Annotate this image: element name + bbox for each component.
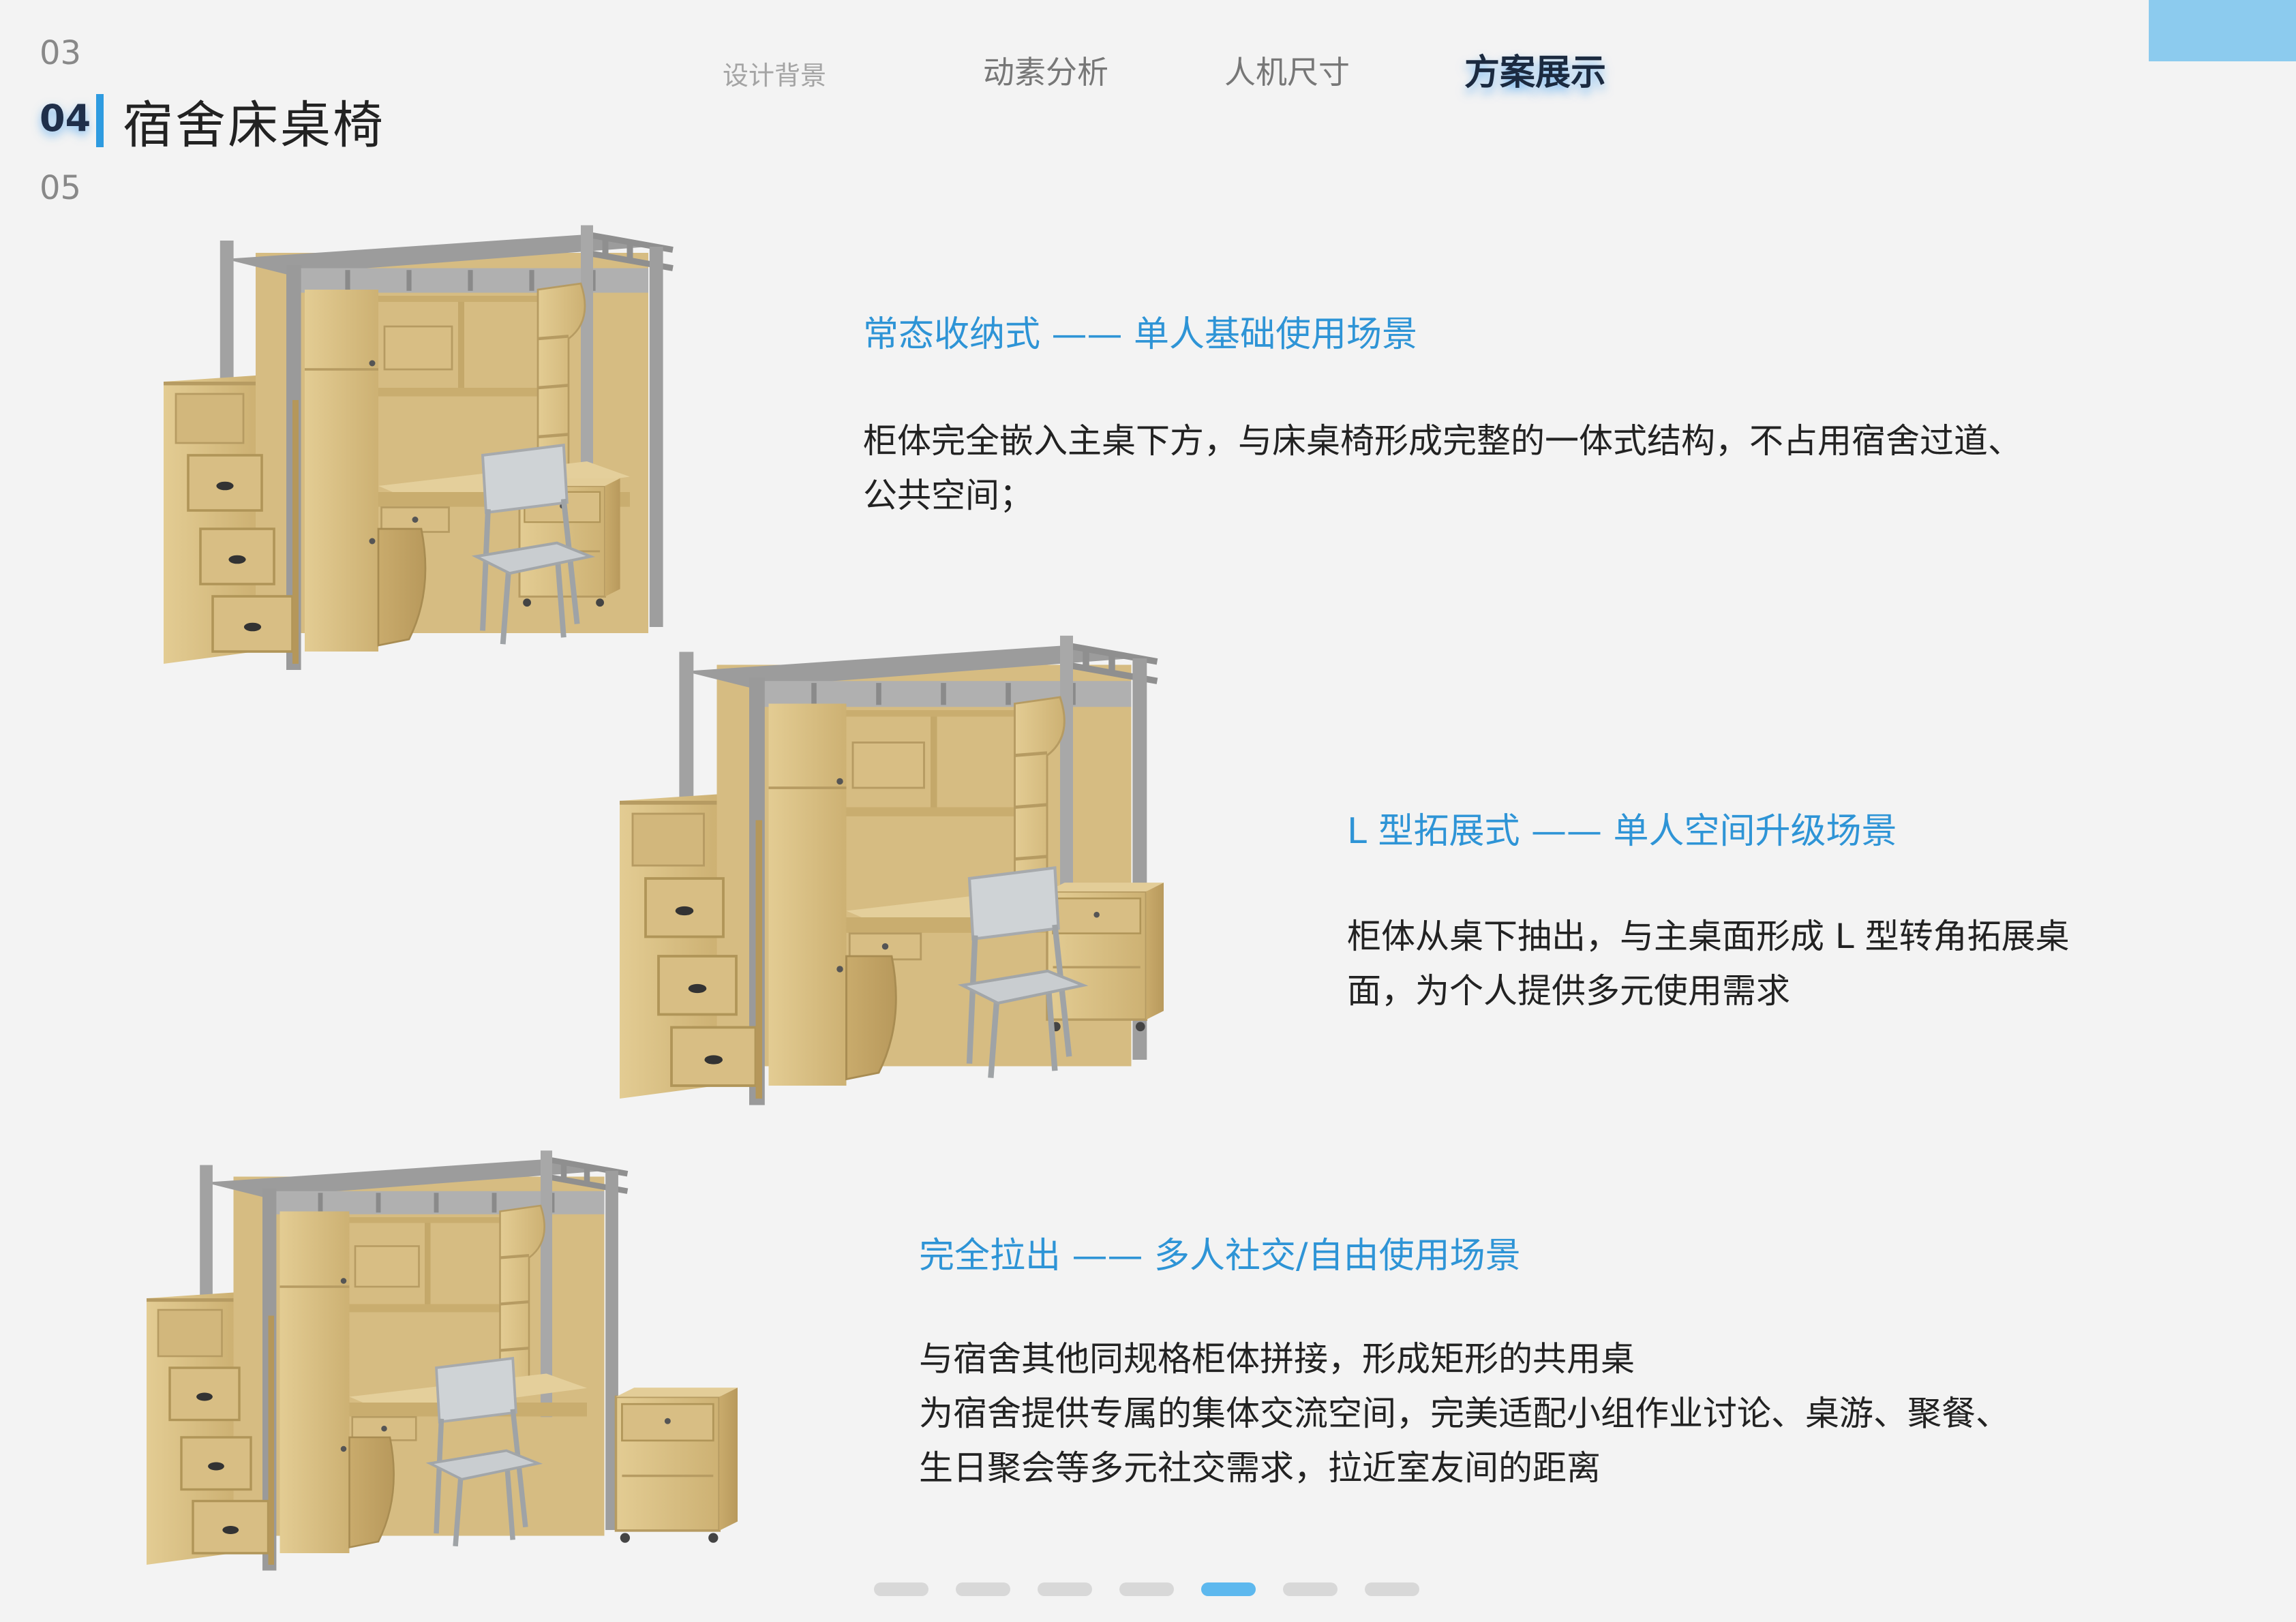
nav-ergonomic-dimensions[interactable]: 人机尺寸 — [1224, 54, 1350, 91]
section-2-body: 柜体从桌下抽出，与主桌面形成 L 型转角拓展桌 面，为个人提供多元使用需求 — [1347, 909, 2206, 1018]
pagination-dot-4[interactable] — [1119, 1582, 1174, 1596]
pagination — [874, 1582, 1419, 1596]
section-1-line-1: 柜体完全嵌入主桌下方，与床桌椅形成完整的一体式结构，不占用宿舍过道、 — [863, 421, 2022, 461]
pagination-dot-2[interactable] — [956, 1582, 1010, 1596]
nav-solution-display[interactable]: 方案展示 — [1464, 52, 1607, 93]
chapter-04[interactable]: 04 — [40, 97, 91, 140]
section-2-line-1: 柜体从桌下抽出，与主桌面形成 L 型转角拓展桌 — [1347, 917, 2070, 956]
section-3-heading: 完全拉出 —— 多人社交/自由使用场景 — [919, 1236, 1521, 1276]
chapter-05[interactable]: 05 — [40, 169, 82, 207]
section-3-line-2: 为宿舍提供专属的集体交流空间，完美适配小组作业讨论、桌游、聚餐、 — [919, 1394, 2010, 1433]
section-2-line-2: 面，为个人提供多元使用需求 — [1347, 971, 1790, 1011]
nav-motion-analysis[interactable]: 动素分析 — [983, 54, 1108, 91]
section-2-heading: L 型拓展式 —— 单人空间升级场景 — [1347, 811, 1897, 852]
pagination-dot-5[interactable] — [1201, 1582, 1256, 1596]
bed-desk-l-shape-mode-illustration — [588, 607, 1165, 1124]
section-1-line-2: 公共空间； — [863, 476, 1033, 515]
pagination-dot-3[interactable] — [1038, 1582, 1092, 1596]
pagination-dot-1[interactable] — [874, 1582, 928, 1596]
page-title: 宿舍床桌椅 — [123, 96, 385, 155]
pagination-dot-6[interactable] — [1283, 1582, 1338, 1596]
pagination-dot-7[interactable] — [1365, 1582, 1419, 1596]
section-3-line-3: 生日聚会等多元社交需求，拉近室友间的距离 — [919, 1448, 1601, 1488]
chapter-03[interactable]: 03 — [40, 34, 82, 72]
nav-design-background[interactable]: 设计背景 — [723, 61, 827, 91]
corner-tab — [2149, 0, 2296, 61]
section-1-heading: 常态收纳式 —— 单人基础使用场景 — [863, 314, 1418, 355]
chapter-active-bar — [96, 94, 104, 147]
section-3-line-1: 与宿舍其他同规格柜体拼接，形成矩形的共用桌 — [919, 1339, 1635, 1379]
section-1-body: 柜体完全嵌入主桌下方，与床桌椅形成完整的一体式结构，不占用宿舍过道、 公共空间； — [863, 414, 2199, 523]
section-3-body: 与宿舍其他同规格柜体拼接，形成矩形的共用桌 为宿舍提供专属的集体交流空间，完美适… — [919, 1332, 2228, 1495]
bed-desk-full-pullout-mode-illustration — [102, 1124, 739, 1588]
